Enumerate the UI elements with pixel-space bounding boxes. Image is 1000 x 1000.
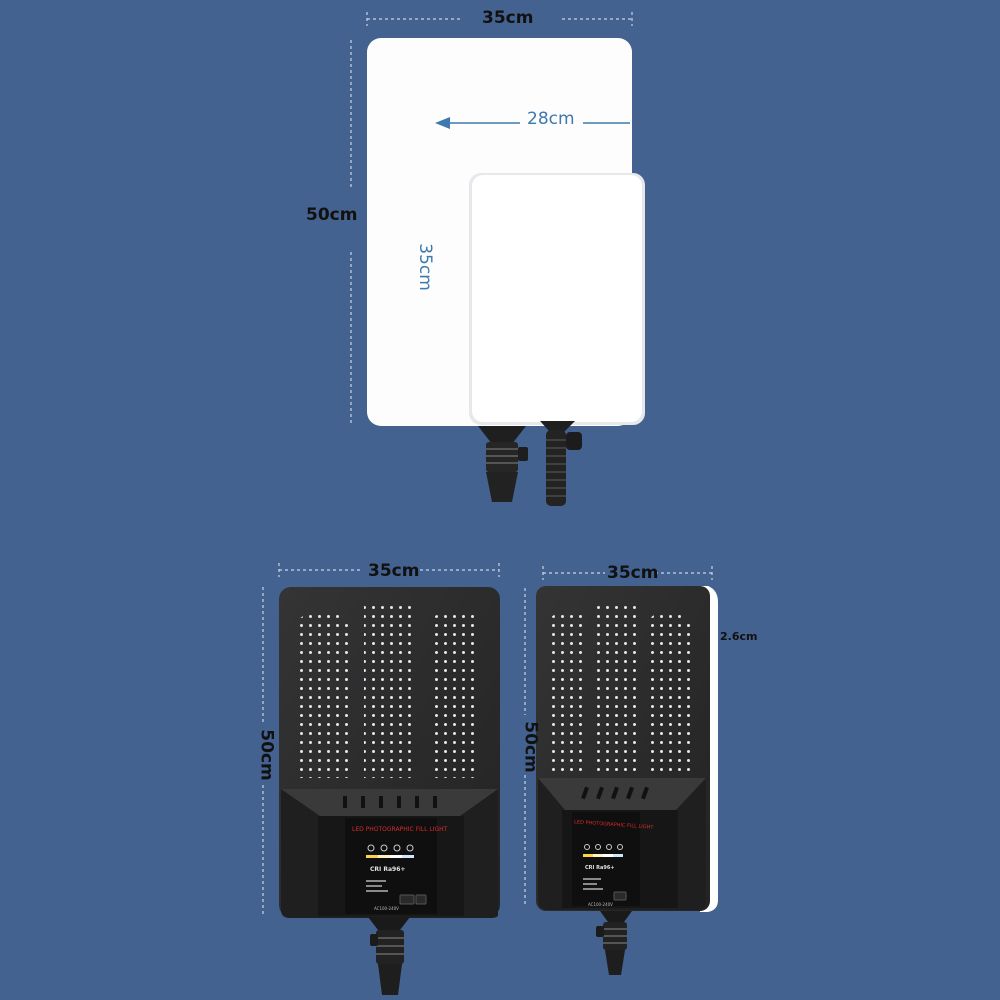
back-panel-left	[279, 587, 500, 918]
right-panel-print-cri: CRI Ra96+	[585, 865, 615, 871]
small-width-arrow	[435, 117, 630, 129]
bottom-right-height-label: 50cm	[520, 721, 541, 773]
right-panel-print-power: AC100-240V	[588, 902, 613, 907]
left-panel-print-power: AC100-240V	[374, 906, 399, 911]
bottom-left-height-label: 50cm	[256, 729, 277, 781]
left-panel-print-title: LED PHOTOGRAPHIC FILL LIGHT	[352, 826, 448, 833]
top-small-height-label: 35cm	[414, 243, 435, 291]
large-panel-mount	[478, 426, 528, 502]
bottom-right-width-label: 35cm	[607, 563, 659, 583]
bottom-right-depth-label: 2.6cm	[720, 630, 758, 643]
bottom-right-dimension-lines	[524, 566, 713, 905]
bottom-left-dimension-lines	[262, 563, 500, 915]
small-panel-mount	[540, 421, 582, 506]
back-panel-left-mount	[368, 917, 410, 995]
top-small-width-label: 28cm	[527, 109, 575, 129]
back-panel-right	[536, 586, 718, 912]
bottom-left-width-label: 35cm	[368, 561, 420, 581]
top-large-width-label: 35cm	[482, 8, 534, 28]
top-dimension-lines	[350, 12, 633, 425]
top-large-height-label: 50cm	[306, 205, 358, 225]
small-white-panel	[472, 175, 642, 422]
left-panel-print-cri: CRI Ra96+	[370, 866, 406, 873]
back-panel-right-mount	[596, 911, 632, 975]
